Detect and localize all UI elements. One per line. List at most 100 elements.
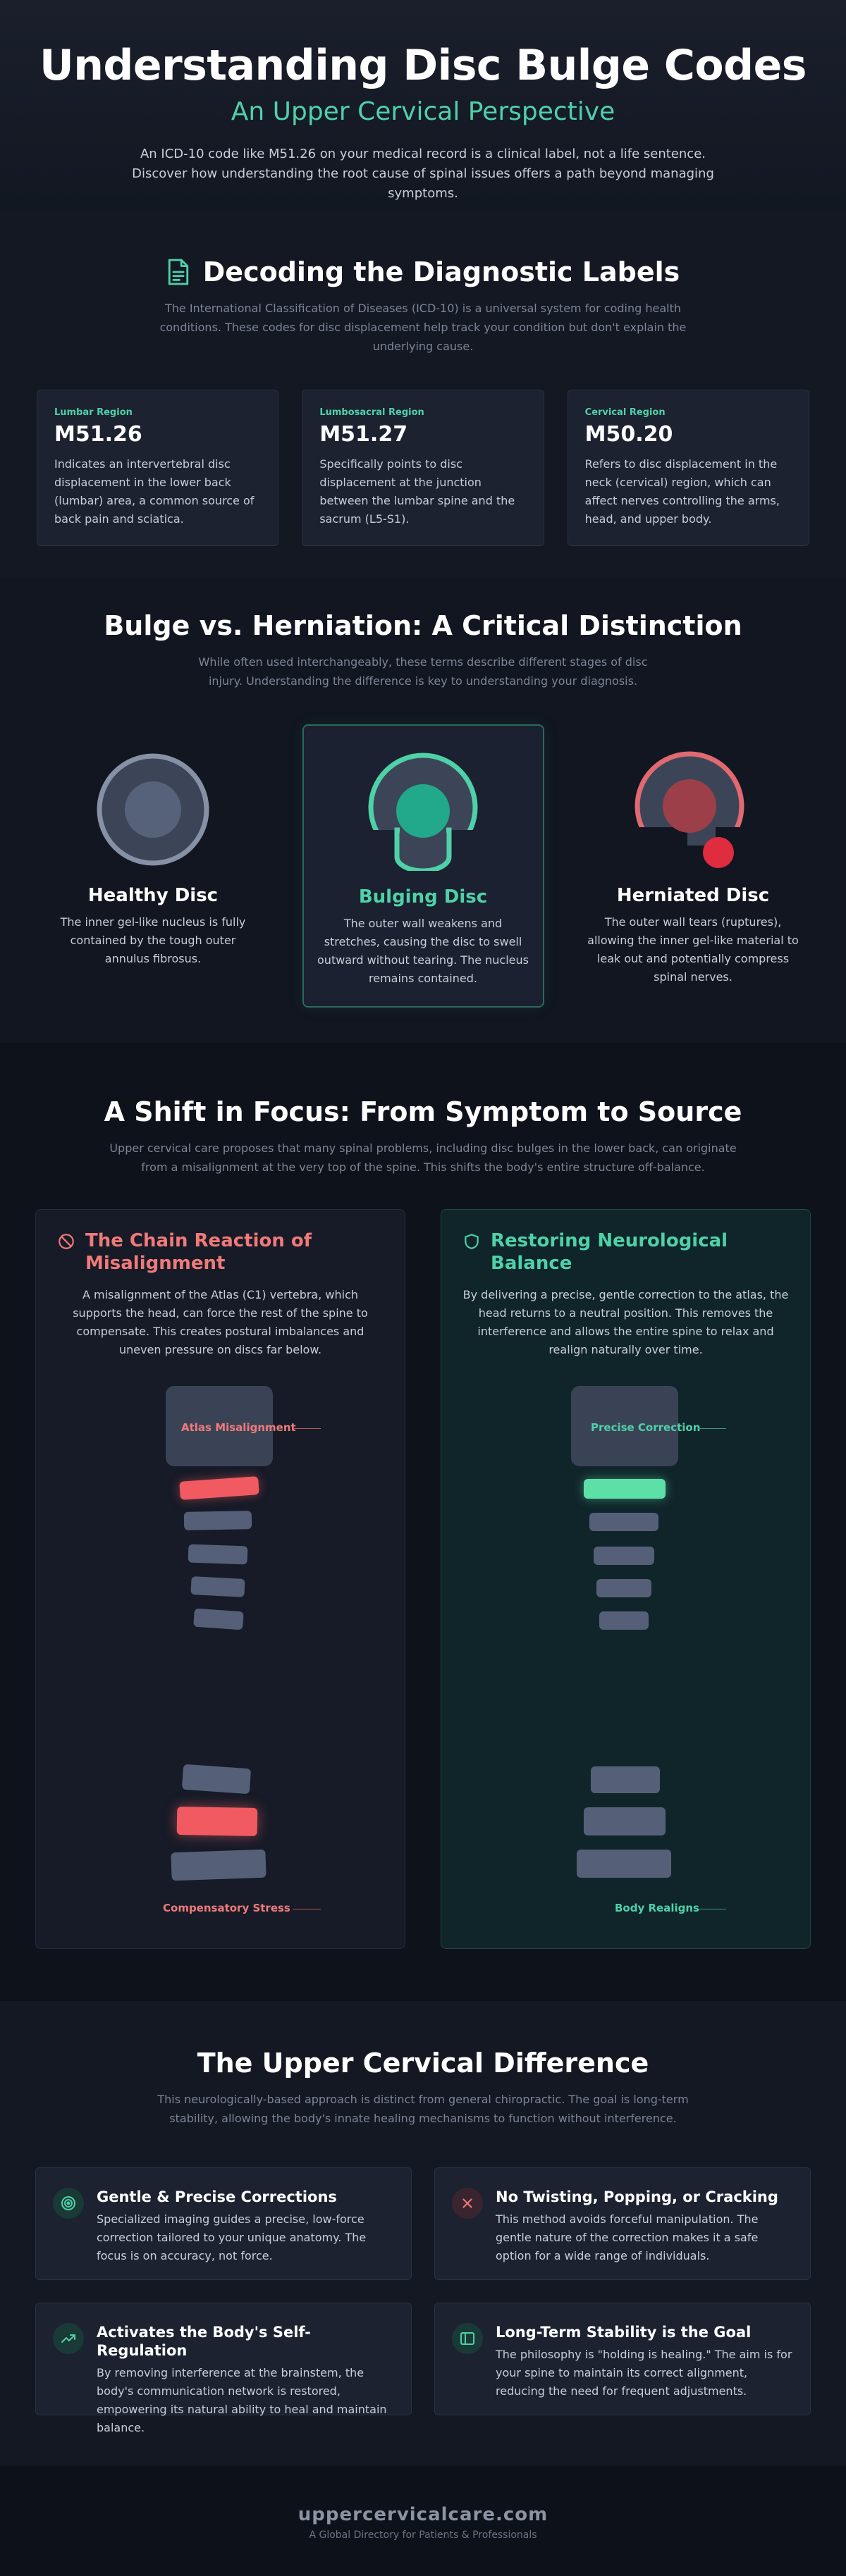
feature-text: The philosophy is "holding is healing." … xyxy=(496,2348,792,2398)
vertebra xyxy=(589,1513,658,1531)
difference-section: The Upper Cervical Difference This neuro… xyxy=(0,2001,846,2466)
code-card-lumbosacral: Lumbosacral Region M51.27 Specifically p… xyxy=(302,390,544,546)
document-icon xyxy=(168,259,188,285)
healthy-disc-icon xyxy=(97,753,209,866)
vertebra-corrected xyxy=(584,1479,666,1499)
sidebar-panel-icon xyxy=(452,2323,483,2354)
decode-description: The International Classification of Dise… xyxy=(159,302,687,353)
vertebra xyxy=(179,1476,259,1500)
difference-title: The Upper Cervical Difference xyxy=(197,2048,649,2079)
panel-header: Restoring Neurological Balance xyxy=(462,1230,789,1275)
disc-description: The outer wall weakens and stretches, ca… xyxy=(317,917,529,985)
difference-description: This neurologically-based approach is di… xyxy=(157,2093,689,2125)
vertebra xyxy=(599,1611,649,1630)
feature-text: Specialized imaging guides a precise, lo… xyxy=(97,2212,367,2262)
shift-title: A Shift in Focus: From Symptom to Source xyxy=(104,1096,742,1127)
vertebra xyxy=(193,1608,244,1630)
panel-header: The Chain Reaction of Misalignment xyxy=(57,1230,384,1275)
vertebra xyxy=(188,1544,248,1565)
vertebra xyxy=(171,1849,266,1881)
page-title: Understanding Disc Bulge Codes xyxy=(39,41,807,90)
panel-text: By delivering a precise, gentle correcti… xyxy=(462,1288,789,1356)
disc-description: The inner gel-like nucleus is fully cont… xyxy=(60,915,246,965)
balance-panel: Restoring Neurological Balance By delive… xyxy=(441,1209,811,1949)
vertebra-stressed xyxy=(176,1807,258,1836)
footer-tagline: A Global Directory for Patients & Profes… xyxy=(309,2529,537,2541)
footer-site-link[interactable]: uppercervicalcare.com xyxy=(298,2504,548,2525)
shift-section: A Shift in Focus: From Symptom to Source… xyxy=(0,1043,846,2001)
code-value: M50.20 xyxy=(584,422,673,447)
feature-title: Gentle & Precise Corrections xyxy=(97,2188,337,2205)
panel-title: The Chain Reaction of Misalignment xyxy=(85,1230,312,1274)
decode-heading: Decoding the Diagnostic Labels xyxy=(0,256,846,287)
code-cards: Lumbar Region M51.26 Indicates an interv… xyxy=(0,390,846,546)
code-description: Indicates an intervertebral disc displac… xyxy=(54,457,255,526)
ban-icon xyxy=(59,1234,74,1249)
disc-name: Bulging Disc xyxy=(358,886,488,908)
feature-title: Activates the Body's Self-Regulation xyxy=(97,2324,311,2359)
diagram-label-top: Precise Correction xyxy=(591,1421,701,1434)
label-connector xyxy=(698,1428,726,1429)
code-description: Refers to disc displacement in the neck … xyxy=(584,457,780,526)
vertebra xyxy=(183,1511,252,1530)
bulge-title: Bulge vs. Herniation: A Critical Distinc… xyxy=(104,610,742,641)
disc-name: Herniated Disc xyxy=(616,885,770,906)
diagram-label-top: Atlas Misalignment xyxy=(181,1421,296,1434)
page-subtitle: An Upper Cervical Perspective xyxy=(231,97,615,126)
decode-section: Decoding the Diagnostic Labels The Inter… xyxy=(0,211,846,578)
atlas-block xyxy=(166,1386,273,1466)
disc-card-healthy: Healthy Disc The inner gel-like nucleus … xyxy=(32,724,274,1008)
vertebra xyxy=(181,1764,252,1795)
panel-text: A misalignment of the Atlas (C1) vertebr… xyxy=(73,1288,368,1356)
aligned-spine-diagram: Precise Correction Body Realigns xyxy=(441,1386,810,1936)
herniated-disc-icon xyxy=(634,751,749,869)
code-card-lumbar: Lumbar Region M51.26 Indicates an interv… xyxy=(37,390,279,546)
vertebra xyxy=(594,1547,654,1565)
feature-card: Activates the Body's Self-Regulation By … xyxy=(35,2303,412,2434)
atlas-block xyxy=(571,1386,678,1466)
disc-description: The outer wall tears (ruptures), allowin… xyxy=(587,915,799,984)
feature-card: Gentle & Precise Corrections Specialized… xyxy=(35,2167,412,2280)
feature-text: This method avoids forceful manipulation… xyxy=(496,2212,759,2262)
vertebra xyxy=(577,1850,671,1878)
label-connector xyxy=(293,1428,321,1429)
vertebra xyxy=(591,1766,660,1793)
shield-icon xyxy=(465,1234,479,1249)
code-region: Lumbar Region xyxy=(54,407,133,418)
feature-title: No Twisting, Popping, or Cracking xyxy=(496,2188,778,2205)
target-icon xyxy=(53,2188,84,2219)
vertebra xyxy=(596,1579,651,1597)
trend-up-icon xyxy=(53,2323,84,2354)
disc-name: Healthy Disc xyxy=(87,885,219,906)
feature-card: Long-Term Stability is the Goal The phil… xyxy=(434,2303,811,2415)
code-region: Cervical Region xyxy=(584,407,666,418)
bulge-section: Bulge vs. Herniation: A Critical Distinc… xyxy=(0,578,846,1043)
misalignment-panel: The Chain Reaction of Misalignment A mis… xyxy=(35,1209,405,1949)
decode-title: Decoding the Diagnostic Labels xyxy=(202,256,680,287)
footer: uppercervicalcare.com A Global Directory… xyxy=(0,2466,846,2576)
hero-section: Understanding Disc Bulge Codes An Upper … xyxy=(0,0,846,211)
code-card-cervical: Cervical Region M50.20 Refers to disc di… xyxy=(567,390,809,546)
code-value: M51.26 xyxy=(54,422,142,447)
vertebra xyxy=(190,1576,245,1597)
feature-text: By removing interference at the brainste… xyxy=(97,2366,387,2434)
code-region: Lumbosacral Region xyxy=(319,407,424,418)
diagram-label-bottom: Body Realigns xyxy=(615,1902,699,1914)
bulging-disc-icon xyxy=(368,753,478,875)
comparison-panels: The Chain Reaction of Misalignment A mis… xyxy=(0,1209,846,1949)
feature-grid: Gentle & Precise Corrections Specialized… xyxy=(0,2167,846,2434)
hero-intro: An ICD-10 code like M51.26 on your medic… xyxy=(132,147,714,201)
disc-card-bulging: Bulging Disc The outer wall weakens and … xyxy=(302,724,544,1008)
feature-card: No Twisting, Popping, or Cracking This m… xyxy=(434,2167,811,2280)
vertebra xyxy=(584,1807,666,1835)
disc-comparison: Healthy Disc The inner gel-like nucleus … xyxy=(0,724,846,1008)
code-value: M51.27 xyxy=(319,422,408,447)
misaligned-spine-diagram: Atlas Misalignment Compensatory Stress xyxy=(36,1386,405,1936)
disc-card-herniated: Herniated Disc The outer wall tears (rup… xyxy=(572,724,814,1008)
shift-description: Upper cervical care proposes that many s… xyxy=(109,1141,737,1174)
code-description: Specifically points to disc displacement… xyxy=(319,457,515,526)
close-icon xyxy=(452,2188,483,2219)
diagram-label-bottom: Compensatory Stress xyxy=(163,1902,290,1914)
panel-title: Restoring Neurological Balance xyxy=(491,1230,728,1274)
